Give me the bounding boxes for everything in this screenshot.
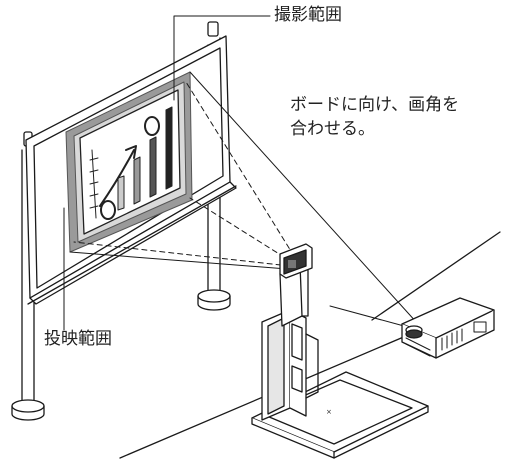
projection-area-label: 投映範囲 [44,328,112,350]
document-camera-icon: × [252,244,428,458]
instruction-line-1: ボードに向け、画角を [290,94,459,116]
capture-area-label: 撮影範囲 [274,4,342,26]
projector-icon [402,298,494,358]
svg-text:×: × [326,408,332,416]
instruction-line-2: 合わせる。 [290,118,375,140]
